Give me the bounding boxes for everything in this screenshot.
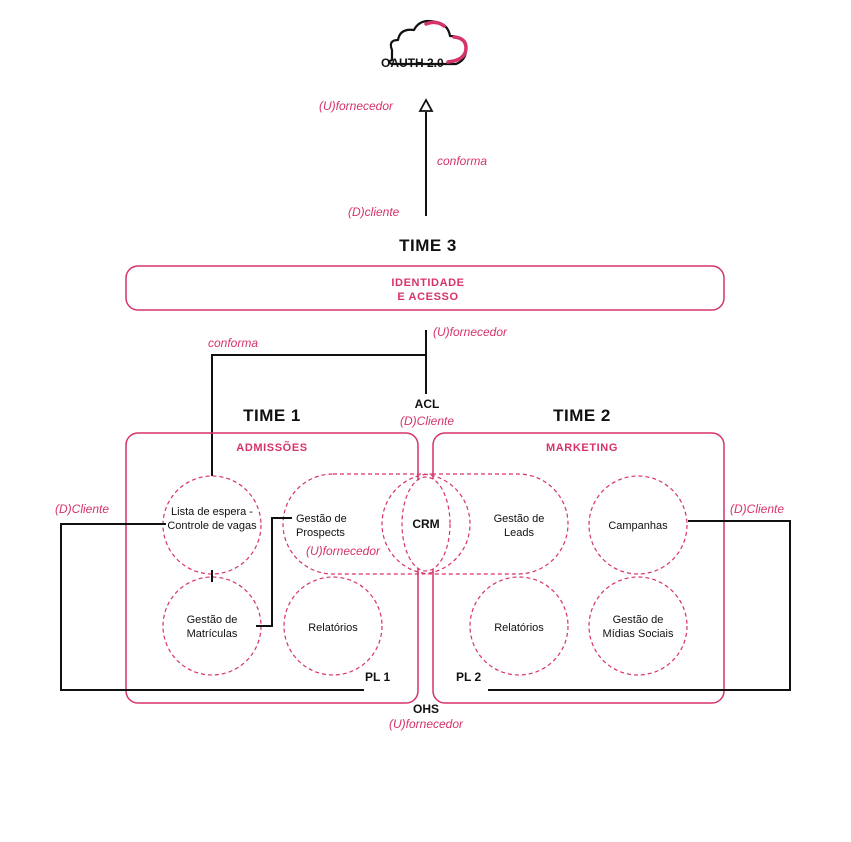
admissoes-context-label: ADMISSÕES [236, 442, 308, 454]
crm-label: CRM [412, 517, 440, 531]
module-reports-1-circle [283, 576, 383, 676]
team2-title: TIME 2 [553, 406, 611, 425]
module-campaigns-label: Campanhas [608, 520, 668, 532]
pl2-connector [488, 520, 791, 691]
cloud-icon [387, 19, 468, 66]
module-social-circle [588, 576, 688, 676]
module-campaigns-circle [588, 475, 688, 575]
pl1-connector [60, 523, 364, 691]
marketing-context-label: MARKETING [545, 442, 619, 454]
arrow-head-icon [418, 98, 434, 112]
prospects-supplier-role: (U)fornecedor [306, 544, 381, 558]
acl-conforma-line [211, 354, 426, 476]
ohs-label: OHS [412, 702, 440, 716]
module-waitlist-label: Lista de espera - Controle de vagas [167, 506, 257, 533]
module-prospects-shape [282, 473, 471, 575]
pl1-client-role: (D)Cliente [55, 502, 110, 516]
module-reports-2-circle [469, 576, 569, 676]
identity-context-box [125, 265, 725, 311]
team1-title: TIME 1 [243, 406, 301, 425]
acl-label: ACL [414, 397, 440, 411]
acl-relation-label: conforma [208, 336, 259, 350]
module-reports-2-label: Relatórios [494, 622, 544, 634]
module-waitlist-circle [162, 475, 262, 575]
module-social-label: Gestão de Mídias Sociais [602, 614, 674, 641]
module-prospects-label: Gestão de Prospects [296, 513, 347, 540]
oauth-label: OAUTH 2.0 [381, 56, 444, 70]
module-leads-label: Gestão de Leads [493, 513, 545, 540]
crm-shared-ellipse [401, 476, 451, 572]
identity-context-line2: E ACESSO [397, 291, 459, 303]
acl-supplier-role: (U)fornecedor [433, 325, 508, 339]
pl2-label: PL 2 [456, 670, 482, 684]
oauth-supplier-role: (U)fornecedor [319, 99, 394, 113]
pl1-label: PL 1 [365, 670, 391, 684]
identity-context-line1: IDENTIDADE [391, 277, 465, 289]
team3-client-role: (D)cliente [348, 205, 400, 219]
ohs-supplier-role: (U)fornecedor [388, 717, 464, 731]
module-enrollments-label: Gestão de Matrículas [186, 614, 238, 641]
pl2-client-role: (D)Cliente [730, 502, 785, 516]
module-reports-1-label: Relatórios [308, 622, 358, 634]
team3-title: TIME 3 [399, 236, 457, 255]
oauth-relation-label: conforma [437, 154, 488, 168]
acl-client-role: (D)Cliente [399, 414, 455, 428]
